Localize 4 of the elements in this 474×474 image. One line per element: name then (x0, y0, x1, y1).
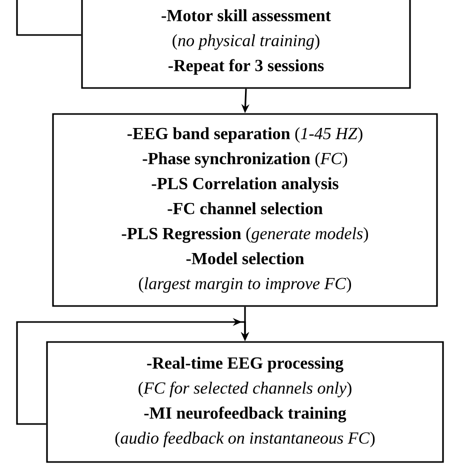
arrow (16, 318, 250, 425)
process-box: -EEG band separation (1-45 HZ) -Phase synchronization (FC) -PLS Correlation analysis -FC channel selection -PLS Regression (generate models) -Model selection (largest margin to improve FC) (52, 113, 438, 307)
process-box: -Real-time EEG processing (FC for selected channels only) -MI neurofeedback training (audio feedback on instantaneous FC) (46, 341, 444, 463)
process-box: -Motor skill assessment (no physical training) -Repeat for 3 sessions (81, 0, 411, 89)
